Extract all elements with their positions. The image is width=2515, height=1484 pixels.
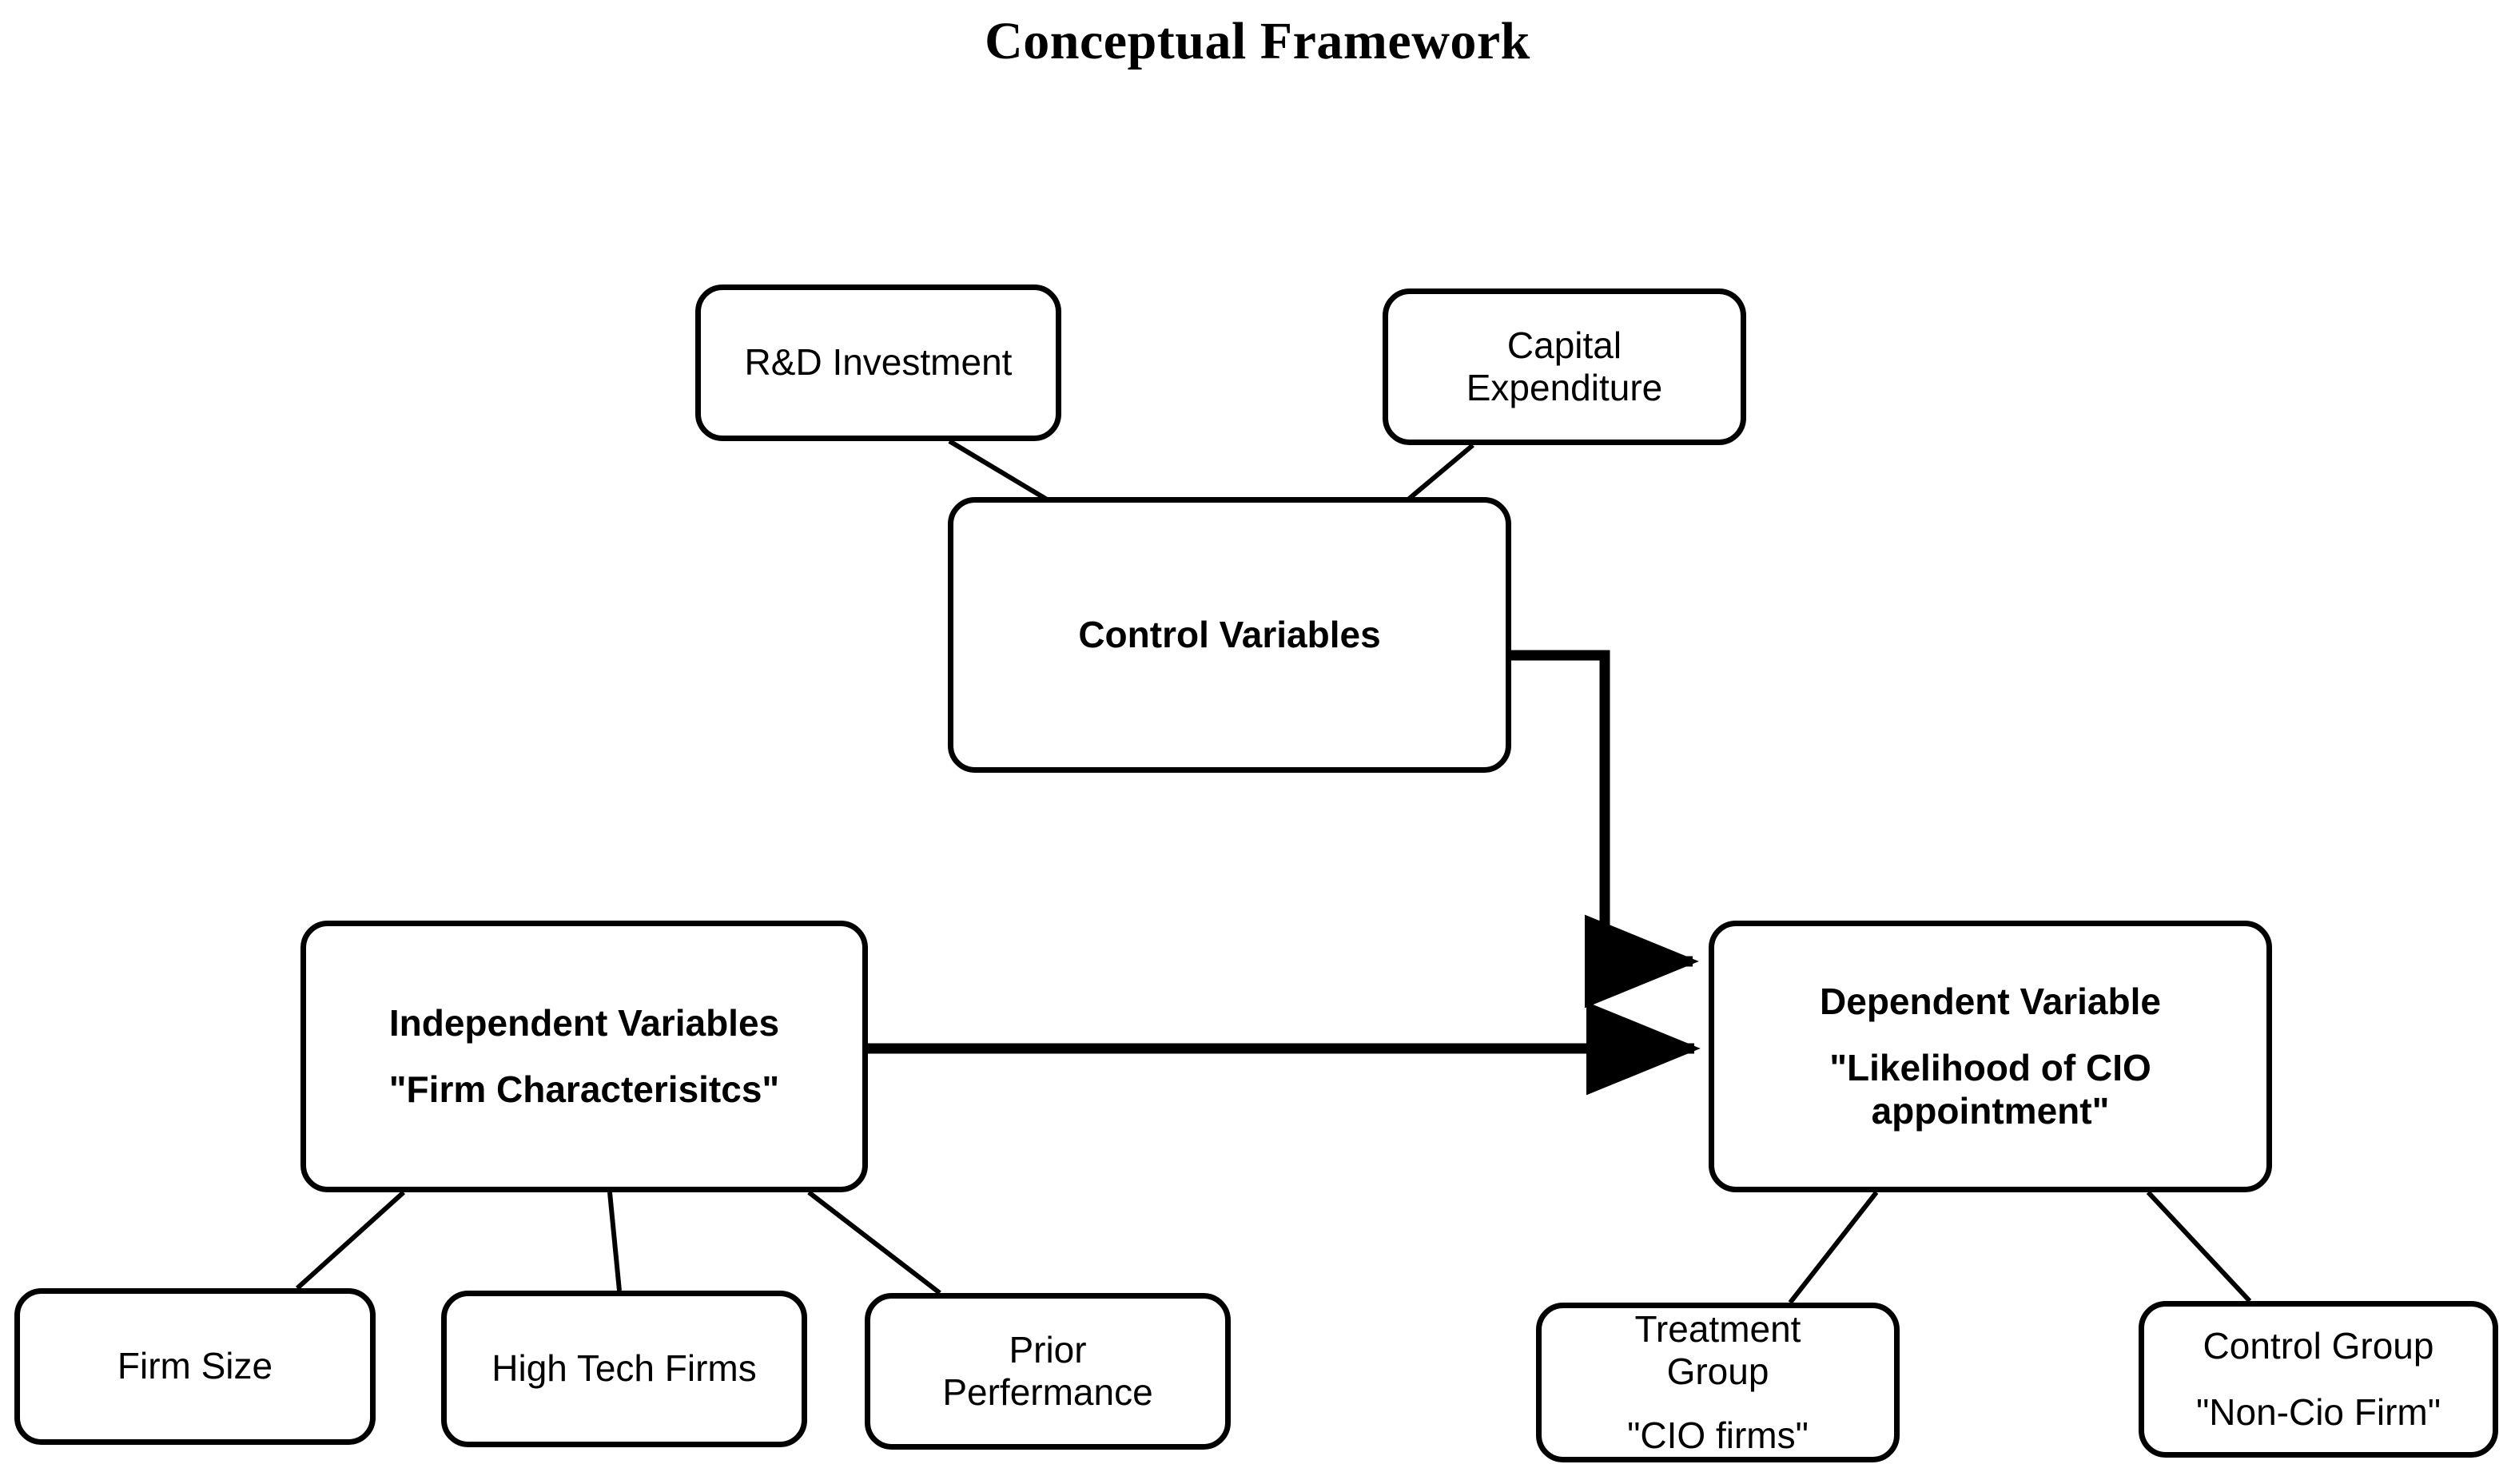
page-title: Conceptual Framework <box>985 12 1530 70</box>
node-control-group-label-secondary: "Non-Cio Firm" <box>2195 1391 2441 1433</box>
node-independent-variables-label-secondary: "Firm Characterisitcs" <box>388 1068 780 1110</box>
node-capital-expenditure-label: Capital Expenditure <box>1466 324 1663 408</box>
node-firm-size-label: Firm Size <box>117 1345 273 1387</box>
node-high-tech-firms[interactable]: High Tech Firms <box>441 1291 807 1447</box>
node-treatment-group-label-secondary: "CIO firms" <box>1627 1414 1809 1456</box>
node-independent-variables[interactable]: Independent Variables "Firm Characterisi… <box>300 921 868 1192</box>
edge-independent-to-firmsize <box>295 1190 406 1291</box>
node-treatment-group[interactable]: Treatment Group "CIO firms" <box>1536 1303 1900 1462</box>
node-prior-perfermance-label: Prior Perfermance <box>942 1328 1153 1413</box>
edge-independent-to-hightech <box>607 1192 622 1291</box>
node-high-tech-firms-label: High Tech Firms <box>491 1347 757 1390</box>
node-dependent-variable-label-secondary: "Likelihood of CIO appointment" <box>1829 1047 2151 1132</box>
edge-capex-to-control <box>1407 443 1474 502</box>
node-rd-investment-label: R&D Investment <box>744 341 1013 384</box>
node-dependent-variable-label-primary: Dependent Variable <box>1820 980 2161 1022</box>
edge-control-to-dependent <box>1511 650 1699 1009</box>
node-treatment-group-label-primary: Treatment Group <box>1634 1308 1801 1393</box>
node-dependent-variable[interactable]: Dependent Variable "Likelihood of CIO ap… <box>1709 921 2272 1192</box>
node-control-group[interactable]: Control Group "Non-Cio Firm" <box>2139 1301 2498 1458</box>
edge-rd-to-control <box>948 439 1049 502</box>
edge-dependent-to-treatment <box>1788 1191 1879 1304</box>
node-firm-size[interactable]: Firm Size <box>14 1288 376 1445</box>
node-control-group-label-primary: Control Group <box>2203 1324 2434 1367</box>
node-independent-variables-label-primary: Independent Variables <box>388 1001 780 1044</box>
node-prior-perfermance[interactable]: Prior Perfermance <box>865 1293 1231 1450</box>
edge-dependent-to-controlgroup <box>2146 1190 2252 1303</box>
node-capital-expenditure[interactable]: Capital Expenditure <box>1383 288 1746 445</box>
node-control-variables-label: Control Variables <box>1078 613 1381 655</box>
edge-independent-to-prior <box>807 1190 941 1295</box>
node-control-variables[interactable]: Control Variables <box>948 497 1511 773</box>
node-rd-investment[interactable]: R&D Investment <box>695 284 1061 441</box>
